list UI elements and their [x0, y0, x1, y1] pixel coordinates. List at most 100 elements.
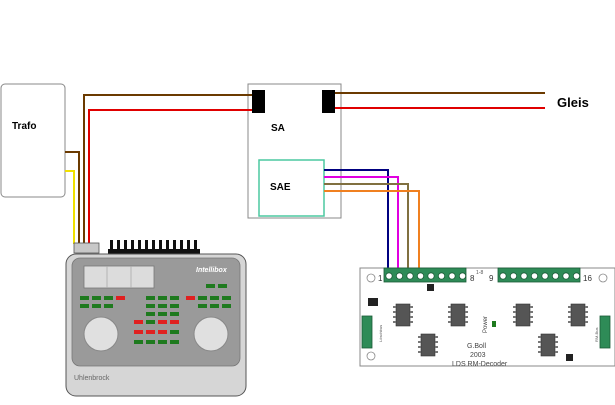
terminal-screw — [551, 272, 560, 280]
intellibox-key — [134, 340, 143, 344]
intellibox-key — [146, 320, 155, 324]
terminal-screw — [395, 272, 404, 280]
intellibox-top-connector — [108, 240, 200, 254]
ic-chip — [393, 303, 413, 327]
connector-pin — [173, 240, 176, 250]
connector-pin — [131, 240, 134, 250]
intellibox-key — [146, 340, 155, 344]
intellibox-key — [170, 296, 179, 300]
decoder-chips — [393, 303, 588, 357]
intellibox-key — [170, 304, 179, 308]
intellibox-key — [146, 330, 155, 334]
sa-label: SA — [271, 123, 285, 134]
intellibox-key — [170, 330, 179, 334]
left-side-terminal-text: Löschbus — [378, 325, 383, 342]
intellibox-key — [80, 304, 89, 308]
ic-chip — [538, 333, 558, 357]
connector-pin — [187, 240, 190, 250]
terminal-block-1-8 — [383, 267, 467, 283]
power-led — [492, 321, 496, 327]
decoder-year: 2003 — [470, 352, 486, 359]
intellibox-key — [218, 284, 227, 288]
connector-pin — [138, 240, 141, 250]
capacitor-mid — [427, 284, 434, 291]
intellibox-key — [146, 304, 155, 308]
right-side-terminal-text: RM-Bus — [594, 328, 599, 342]
terminal-screw — [530, 272, 539, 280]
intellibox-plug — [73, 242, 100, 254]
ic-chip — [568, 303, 588, 327]
terminal-screw — [427, 272, 435, 280]
wire-blue-sae — [324, 169, 389, 270]
intellibox-key — [198, 296, 207, 300]
decoder-power-label: Power — [483, 316, 489, 333]
intellibox-brand: Intellibox — [196, 267, 228, 274]
intellibox-key — [92, 304, 101, 308]
intellibox-key — [146, 312, 155, 316]
intellibox-key — [206, 284, 215, 288]
terminal-number-8: 8 — [470, 274, 475, 283]
terminal-number-9: 9 — [489, 274, 494, 283]
intellibox-key — [158, 304, 167, 308]
intellibox-key — [158, 330, 167, 334]
wire-brown-sa — [83, 94, 252, 244]
intellibox-key — [186, 296, 195, 300]
ic-chip — [513, 303, 533, 327]
trafo-label: Trafo — [12, 121, 36, 132]
terminal-screw — [448, 272, 456, 280]
intellibox-key — [158, 296, 167, 300]
sa-connector-left — [252, 90, 265, 113]
intellibox-key — [92, 296, 101, 300]
intellibox-maker: Uhlenbrock — [74, 375, 110, 382]
sae-label: SAE — [270, 182, 291, 193]
terminal-screw — [541, 272, 549, 280]
wire-orange-sae — [324, 190, 420, 270]
terminal-screw — [437, 272, 446, 280]
intellibox-key — [104, 296, 113, 300]
wires — [65, 92, 545, 270]
intellibox-key — [134, 320, 143, 324]
intellibox-buttons — [80, 284, 231, 344]
capacitor-left — [368, 298, 378, 306]
intellibox-device: Intellibox Uhlenbrock — [65, 240, 247, 397]
terminal-number-16: 16 — [583, 274, 592, 283]
intellibox-key — [210, 304, 219, 308]
connector-pin — [180, 240, 183, 250]
intellibox-key — [210, 296, 219, 300]
intellibox-key — [158, 312, 167, 316]
ic-chip — [448, 303, 468, 327]
terminal-screw — [520, 272, 528, 280]
intellibox-key — [146, 296, 155, 300]
connector-pin — [124, 240, 127, 250]
intellibox-key — [222, 296, 231, 300]
intellibox-key — [222, 304, 231, 308]
ic-chip — [418, 333, 438, 357]
intellibox-display — [83, 265, 155, 289]
gleis-label: Gleis — [557, 95, 589, 110]
connector-bar — [108, 249, 200, 254]
wire-brown-trafo — [65, 151, 80, 244]
intellibox-key — [116, 296, 125, 300]
intellibox-key — [198, 304, 207, 308]
intellibox-knob-left — [83, 316, 119, 352]
intellibox-key — [158, 320, 167, 324]
terminal-screw — [416, 272, 425, 280]
terminal-marks: 1-8 — [476, 270, 483, 276]
terminal-screw — [572, 272, 581, 280]
intellibox-key — [134, 330, 143, 334]
terminal-screw — [562, 272, 570, 280]
terminal-number-1: 1 — [378, 274, 383, 283]
connector-pin — [145, 240, 148, 250]
rm-decoder-board: 1 8 9 16 1-8 Löschbus RM-Bus Power G.Bol… — [359, 267, 615, 368]
decoder-maker: G.Boll — [467, 343, 487, 350]
decoder-name: LDS RM-Decoder — [452, 361, 508, 368]
mounting-hole-bl — [366, 351, 376, 361]
mounting-hole-tr — [598, 273, 608, 283]
wire-olive-sae — [324, 183, 409, 270]
terminal-screw — [385, 272, 393, 280]
terminal-block-9-16 — [497, 267, 581, 283]
right-side-terminal — [599, 315, 611, 349]
terminal-screw — [406, 272, 414, 280]
